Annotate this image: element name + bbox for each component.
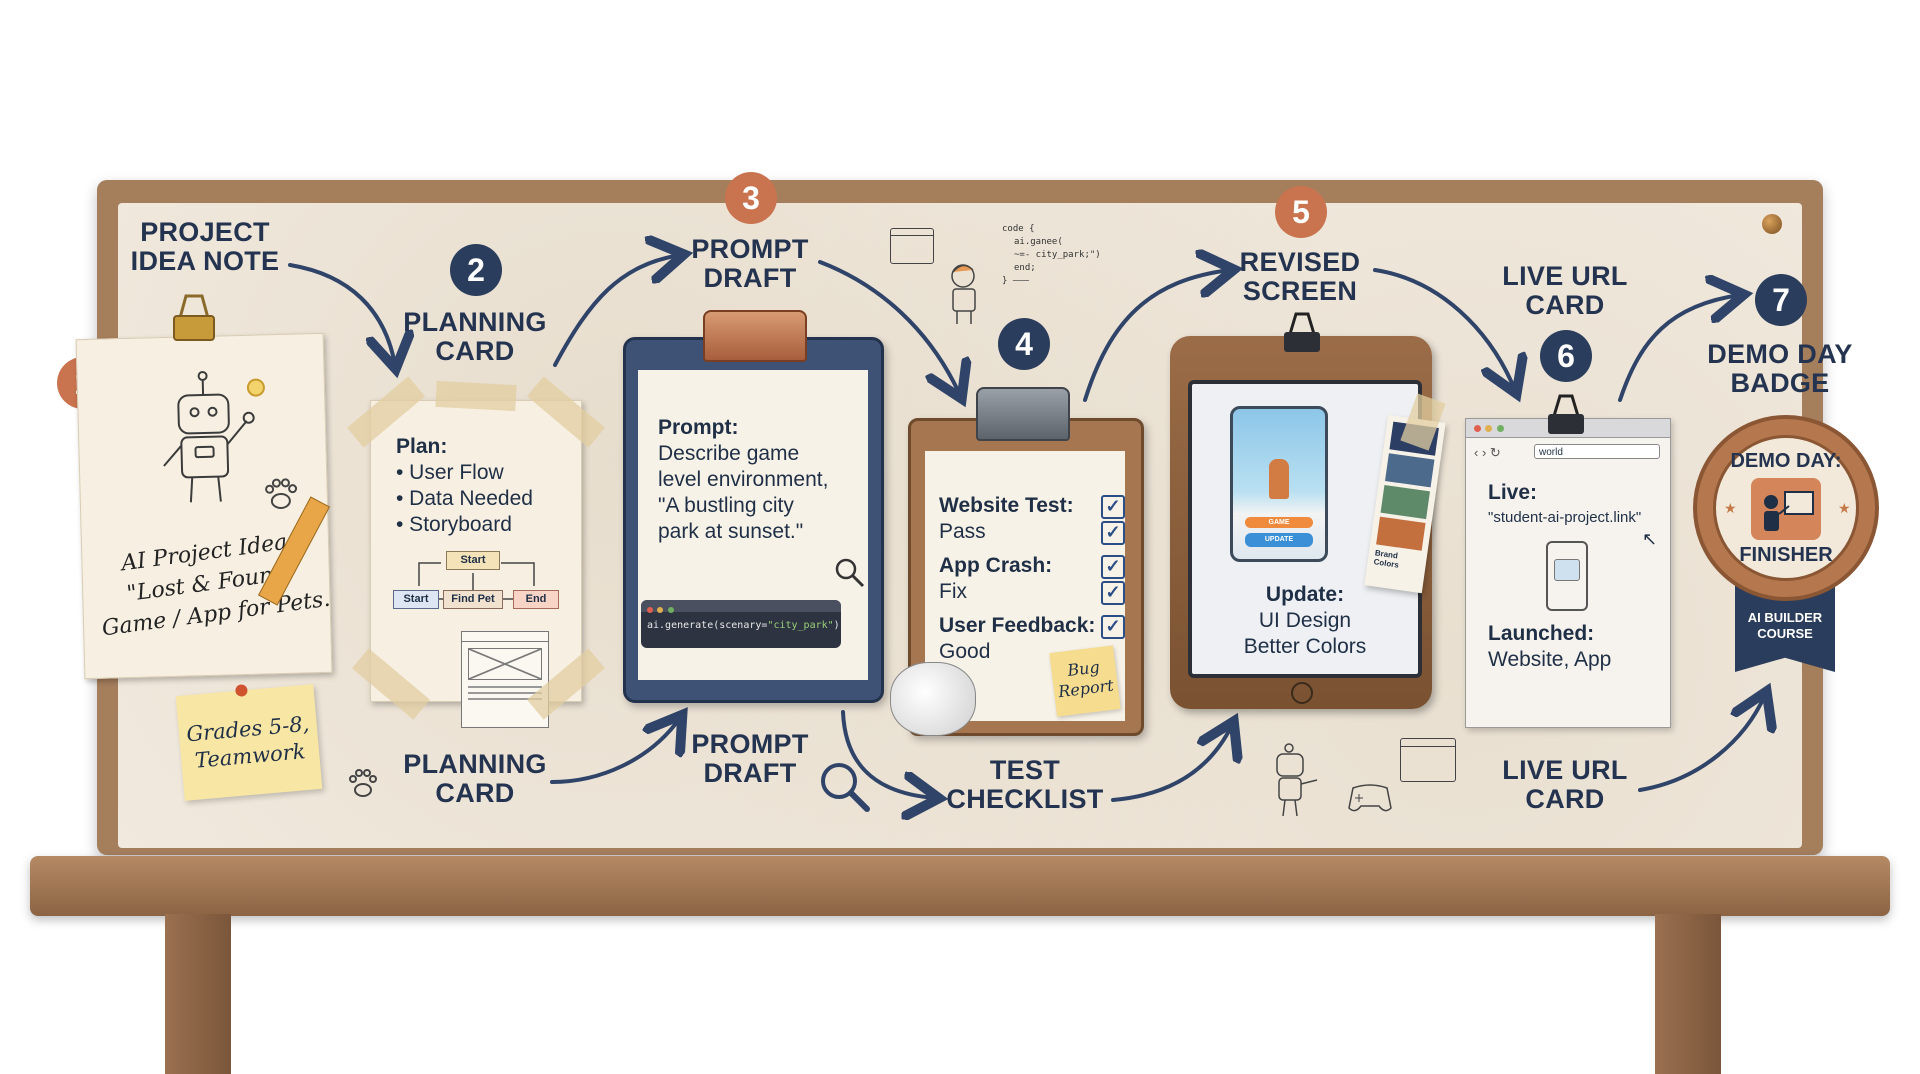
sticky-note: Grades 5-8,Teamwork [176, 684, 323, 801]
browser-nav-icons: ‹ › ↻ [1474, 445, 1501, 461]
arrow-bottom-1 [552, 718, 680, 782]
flow-end: End [513, 590, 559, 609]
planning-item: • Storyboard [396, 512, 581, 538]
paw-print-icon [260, 474, 301, 515]
home-button-icon [1291, 682, 1313, 704]
step-3-number: 3 [725, 172, 777, 224]
robot-sketch-icon [127, 365, 281, 519]
checkbox-checked-icon: ✓ [1101, 615, 1125, 639]
step-5-number: 5 [1275, 186, 1327, 238]
badge-bottom-text: FINISHER [1716, 544, 1856, 567]
flow-start-top: Start [446, 551, 500, 570]
live-title: Live: [1488, 481, 1668, 505]
clipboard-clip-icon [703, 310, 807, 362]
step-7-number: 7 [1755, 274, 1807, 326]
checkbox-checked-icon: ✓ [1101, 521, 1125, 545]
prompt-line: "A bustling city [658, 493, 863, 519]
magnifier-icon [815, 757, 875, 817]
checkbox-checked-icon: ✓ [1101, 495, 1125, 519]
game-screen-icon: GAME UPDATE [1230, 406, 1328, 562]
tablet-line: UI Design [1192, 608, 1418, 634]
crumpled-paper-icon [890, 662, 976, 736]
kid-coder-sketch-icon [935, 258, 995, 328]
planning-title: Plan: [396, 434, 581, 460]
test-row: Website Test: Pass ✓ ✓ [939, 493, 1119, 545]
gamepad-icon [1345, 780, 1395, 816]
ribbon-line-1: AI BUILDER [1735, 610, 1835, 626]
wireframe-sketch-icon [461, 631, 549, 728]
live-url: "student-ai-project.link" [1488, 509, 1668, 526]
planning-item: • User Flow [396, 460, 581, 486]
demo-day-badge: DEMO DAY: FINISHER ★ ★ [1693, 415, 1879, 601]
prompt-title: Prompt: [658, 415, 863, 441]
character-icon [1269, 459, 1289, 499]
clipboard-clip-icon [976, 387, 1070, 441]
update-button: UPDATE [1245, 533, 1313, 547]
ribbon-line-2: COURSE [1735, 626, 1835, 642]
live-url-card: ‹ › ↻ world Live: "student-ai-project.li… [1465, 418, 1671, 728]
flow-start: Start [393, 590, 439, 609]
star-icon: ★ [1838, 500, 1851, 517]
presenter-icon [1751, 478, 1821, 540]
prompt-line: level environment, [658, 467, 863, 493]
prompt-paper: Prompt: Describe game level environment,… [638, 370, 868, 680]
binder-clip-icon [1542, 392, 1590, 440]
launched-title: Launched: [1488, 621, 1668, 647]
planning-item: • Data Needed [396, 486, 581, 512]
tablet-line: Better Colors [1192, 634, 1418, 660]
robot-sketch-icon [1265, 740, 1335, 820]
step-2-number: 2 [450, 244, 502, 296]
flow-find-pet: Find Pet [443, 590, 503, 609]
launched-value: Website, App [1488, 647, 1668, 673]
step-6-number: 6 [1540, 330, 1592, 382]
test-row: App Crash: Fix ✓ ✓ [939, 553, 1119, 605]
binder-clip-icon [1278, 310, 1326, 358]
magnifier-icon [833, 556, 867, 590]
prompt-clipboard: Prompt: Describe game level environment,… [623, 337, 884, 703]
cursor-window-sketch-icon [1400, 738, 1456, 782]
checkbox-checked-icon: ✓ [1101, 581, 1125, 605]
prompt-line: park at sunset." [658, 519, 863, 545]
code-line: ai.generate(scenary="city_park") [641, 612, 841, 639]
planning-card: Plan: • User Flow • Data Needed • Storyb… [370, 400, 582, 702]
paw-print-icon [345, 766, 381, 802]
prompt-line: Describe game [658, 441, 863, 467]
code-terminal: ai.generate(scenary="city_park") [641, 600, 841, 648]
step-4-number: 4 [998, 318, 1050, 370]
tape-piece [435, 381, 516, 411]
binder-clip-icon [170, 292, 218, 344]
checkbox-checked-icon: ✓ [1101, 555, 1125, 579]
red-pin-icon [235, 684, 248, 697]
address-bar: world [1534, 444, 1660, 459]
project-idea-note: AI Project Idea:"Lost & Found"Game / App… [76, 333, 333, 679]
star-icon: ★ [1724, 500, 1737, 517]
code-sketch: code {ai.ganee(~=- city_park;")end;} ——— [1002, 223, 1101, 288]
gamepad-window-sketch-icon [890, 228, 934, 264]
badge-top-text: DEMO DAY: [1716, 450, 1856, 473]
cursor-icon: ↖ [1642, 529, 1657, 550]
game-button: GAME [1245, 517, 1313, 528]
phone-icon [1546, 541, 1588, 611]
arrow-bottom-3 [1113, 725, 1232, 800]
